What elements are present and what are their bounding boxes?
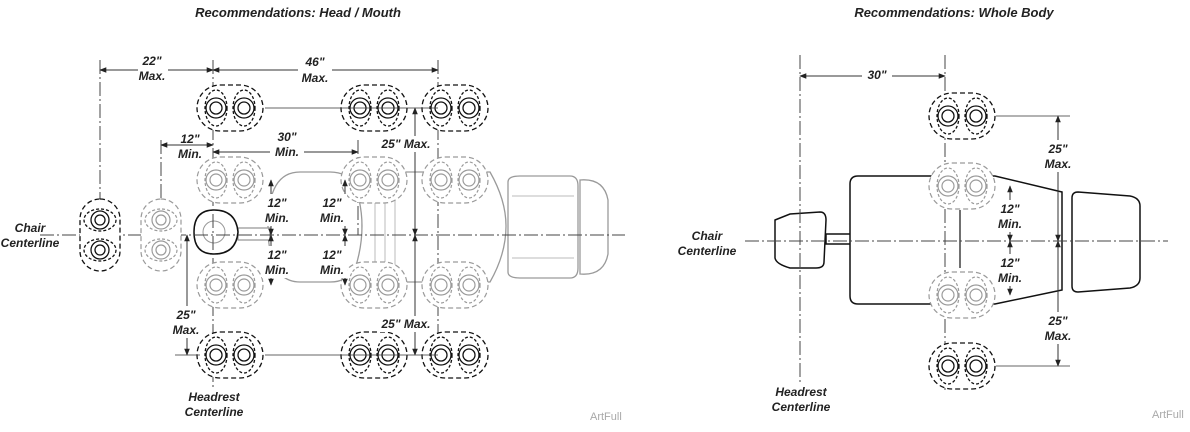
right-footer-artfull: ArtFull bbox=[1152, 409, 1184, 421]
dim-25-upper-label: 25" Max. bbox=[380, 137, 430, 151]
left-chair-centerline-label-1: Chair bbox=[15, 221, 47, 235]
light-unit bbox=[928, 342, 996, 390]
right-panel: Recommendations: Whole Body bbox=[678, 5, 1184, 421]
light-unit bbox=[140, 198, 182, 272]
light-unit bbox=[340, 261, 408, 309]
left-headrest-centerline-label-1: Headrest bbox=[188, 390, 240, 404]
right-panel-title: Recommendations: Whole Body bbox=[854, 5, 1054, 20]
light-unit bbox=[196, 261, 264, 309]
dim-46-qualifier: Max. bbox=[302, 71, 329, 85]
dim-12-c-qualifier: Min. bbox=[265, 263, 289, 277]
light-unit bbox=[928, 162, 996, 210]
light-unit bbox=[196, 84, 264, 132]
left-panel-title: Recommendations: Head / Mouth bbox=[195, 5, 401, 20]
right-headrest-centerline-label-1: Headrest bbox=[775, 385, 827, 399]
light-unit bbox=[421, 156, 489, 204]
light-unit bbox=[340, 156, 408, 204]
dim-30-qualifier: Min. bbox=[275, 145, 299, 159]
dim-22-value: 22" bbox=[141, 54, 161, 68]
right-dim-12-b-value: 12" bbox=[1000, 256, 1019, 270]
right-dim-25-top-value: 25" bbox=[1047, 142, 1067, 156]
light-unit bbox=[196, 331, 264, 379]
right-dim-30-label: 30" bbox=[867, 68, 886, 82]
dim-12-top-value: 12" bbox=[180, 132, 199, 146]
light-unit bbox=[928, 271, 996, 319]
light-unit bbox=[421, 261, 489, 309]
right-dim-12-a-qualifier: Min. bbox=[998, 217, 1022, 231]
dim-12-a-qualifier: Min. bbox=[265, 211, 289, 225]
light-unit bbox=[928, 92, 996, 140]
dim-25-left-value: 25" bbox=[175, 308, 195, 322]
dim-46-value: 46" bbox=[304, 55, 324, 69]
left-headrest-centerline-label-2: Centerline bbox=[185, 405, 244, 419]
right-headrest-centerline-label-2: Centerline bbox=[772, 400, 831, 414]
right-dim-12-b-qualifier: Min. bbox=[998, 271, 1022, 285]
dim-12-c-value: 12" bbox=[267, 248, 286, 262]
right-dim-12-a-value: 12" bbox=[1000, 202, 1019, 216]
left-footer-artfull: ArtFull bbox=[590, 411, 622, 423]
left-chair-centerline-label-2: Centerline bbox=[1, 236, 60, 250]
right-dim-25-top-qualifier: Max. bbox=[1045, 157, 1072, 171]
right-dim-25-bottom-value: 25" bbox=[1047, 314, 1067, 328]
right-chair-centerline-label-1: Chair bbox=[692, 229, 724, 243]
right-dim-25-bottom-qualifier: Max. bbox=[1045, 329, 1072, 343]
dim-25-left-qualifier: Max. bbox=[173, 323, 200, 337]
dim-12-b-qualifier: Min. bbox=[320, 211, 344, 225]
dim-12-a-value: 12" bbox=[267, 196, 286, 210]
dim-12-b-value: 12" bbox=[322, 196, 341, 210]
right-chair-centerline-label-2: Centerline bbox=[678, 244, 737, 258]
light-unit bbox=[79, 198, 121, 272]
left-panel: Recommendations: Head / Mouth bbox=[1, 5, 625, 423]
dim-22-qualifier: Max. bbox=[139, 69, 166, 83]
dim-25-lower-label: 25" Max. bbox=[380, 317, 430, 331]
dim-12-d-value: 12" bbox=[322, 248, 341, 262]
dim-12-top-qualifier: Min. bbox=[178, 147, 202, 161]
light-unit bbox=[196, 156, 264, 204]
dim-12-d-qualifier: Min. bbox=[320, 263, 344, 277]
dim-30-value: 30" bbox=[277, 130, 296, 144]
